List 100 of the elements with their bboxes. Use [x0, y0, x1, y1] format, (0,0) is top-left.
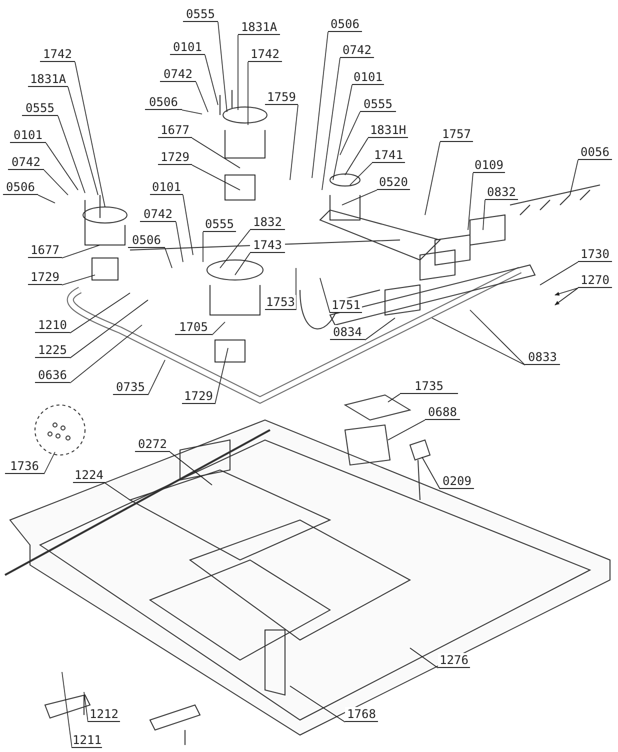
part-number: 0636 [35, 368, 70, 383]
leader-line [182, 110, 202, 114]
part-number: 0506 [128, 233, 165, 248]
leader-line [196, 82, 208, 112]
leader-line [422, 456, 440, 490]
leader-line [220, 230, 250, 268]
part-number: 1742 [248, 47, 282, 62]
part-number: 0555 [22, 101, 58, 116]
leader-line [332, 84, 352, 180]
leader-line [62, 274, 96, 286]
leader-line [70, 324, 142, 384]
leader-line [342, 190, 378, 206]
leader-line [482, 200, 486, 230]
leader-line [70, 292, 130, 334]
leader-line [202, 232, 204, 262]
part-number: 0506 [328, 17, 362, 32]
leader-line [38, 194, 56, 204]
leader-line [388, 420, 426, 440]
leader-line [148, 360, 166, 396]
part-number: 1736 [5, 459, 44, 474]
part-number: 0833 [525, 350, 560, 365]
part-number: 1743 [250, 238, 285, 253]
leader-line [410, 648, 438, 668]
leader-line [46, 142, 78, 190]
leader-line [176, 222, 184, 262]
leader-line [432, 318, 526, 366]
part-number: 0272 [135, 437, 170, 452]
part-number: 0506 [3, 180, 38, 195]
leader-line [44, 170, 68, 196]
part-number: 1742 [40, 47, 75, 62]
part-number: 1831A [238, 20, 280, 35]
part-number: 0209 [440, 474, 474, 489]
part-number: 0506 [145, 95, 182, 110]
leader-line [218, 22, 228, 112]
part-number: 0056 [578, 145, 612, 160]
part-number: 0101 [352, 70, 384, 85]
part-number: 0555 [360, 97, 396, 112]
leader-line [290, 686, 346, 722]
leader-line [350, 162, 372, 186]
leader-line [104, 482, 130, 500]
leader-line [344, 138, 368, 176]
leader-line [388, 394, 400, 402]
part-number: 0832 [485, 185, 518, 200]
part-number: 1730 [578, 247, 612, 262]
part-number: 0101 [10, 128, 46, 143]
part-number: 0742 [340, 43, 374, 58]
part-number: 1705 [175, 320, 212, 335]
leader-line [290, 104, 298, 180]
leader-line [322, 58, 340, 190]
part-number: 1211 [72, 733, 102, 748]
leader-line [470, 310, 526, 366]
leader-line [468, 172, 474, 230]
part-number: 0555 [183, 7, 218, 22]
leader-line [192, 164, 240, 190]
part-number: 1212 [88, 707, 120, 722]
leader-line [62, 672, 72, 748]
part-number: 1276 [438, 653, 470, 668]
leader-line [170, 452, 212, 486]
part-number: 1831A [28, 72, 68, 87]
part-number: 1224 [73, 468, 105, 483]
part-number: 1735 [400, 379, 458, 394]
leader-line [320, 278, 330, 314]
part-number: 1759 [265, 90, 298, 105]
leader-line [58, 116, 86, 194]
leader-line [164, 248, 172, 268]
leader-line [62, 244, 100, 258]
part-number: 0520 [377, 175, 410, 190]
leader-line [44, 452, 56, 474]
part-number: 1210 [35, 318, 70, 333]
part-number: 0742 [140, 207, 176, 222]
leader-line [340, 112, 360, 156]
part-number: 0109 [473, 158, 505, 173]
part-number: 0555 [203, 217, 236, 232]
part-number: 0688 [425, 405, 460, 420]
part-number: 1832 [250, 215, 285, 230]
leader-line [214, 348, 228, 404]
part-number: 1751 [330, 298, 362, 313]
part-number: 0742 [160, 67, 196, 82]
part-number: 1831H [368, 123, 408, 138]
leader-line [212, 322, 226, 336]
leader-line [540, 262, 578, 286]
part-number: 1729 [182, 389, 215, 404]
part-number: 1729 [28, 270, 62, 285]
leader-line [554, 288, 578, 296]
leader-line [312, 32, 328, 178]
part-number: 1677 [158, 123, 192, 138]
part-number: 1741 [372, 148, 405, 163]
part-number: 1225 [35, 343, 70, 358]
leader-line [84, 692, 88, 722]
leader-line [234, 252, 250, 276]
leader-line [570, 160, 578, 196]
leader-line [68, 86, 98, 196]
part-number: 1768 [345, 707, 378, 722]
part-number: 1729 [158, 150, 192, 165]
part-number: 0742 [8, 155, 44, 170]
part-number: 1757 [440, 127, 473, 142]
leader-line [74, 62, 106, 208]
leader-line [204, 54, 218, 106]
leader-line [70, 300, 148, 358]
part-number: 0735 [113, 380, 148, 395]
